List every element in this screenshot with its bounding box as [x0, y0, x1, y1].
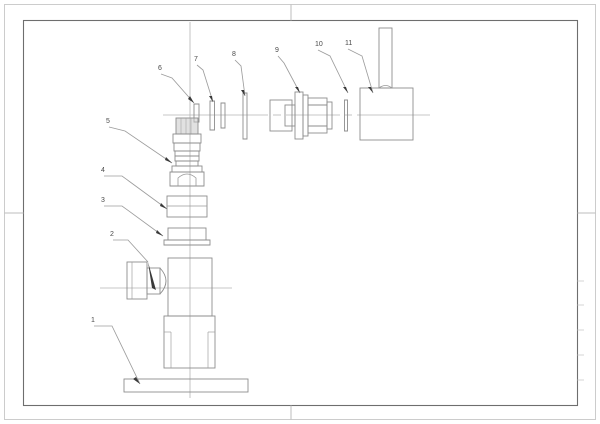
sheet-inner-frame [22, 19, 579, 407]
registration-ticks [4, 4, 596, 420]
balloon-label-6: 6 [158, 65, 162, 72]
leader-line-9 [277, 55, 301, 94]
balloon-label-10: 10 [315, 41, 323, 48]
balloon-label-2: 2 [110, 231, 114, 238]
leader-line-3 [104, 205, 164, 237]
leader-line-4 [104, 175, 168, 210]
leader-line-5 [108, 126, 173, 164]
leader-arrowheads [133, 87, 373, 384]
leader-line-7 [196, 64, 214, 103]
part-10-thin-shim [344, 99, 348, 132]
leader-line-2 [113, 239, 149, 263]
part-6-thin-plate [193, 103, 200, 123]
part-2-elbow-valve-body [126, 257, 216, 369]
part-8-washer [242, 92, 248, 140]
part-1-base-plate [123, 378, 249, 393]
balloon-label-4: 4 [101, 167, 105, 174]
balloon-label-11: 11 [345, 40, 352, 47]
balloon-label-3: 3 [101, 197, 105, 204]
leader-line-1 [94, 325, 141, 385]
leader-line-11 [347, 48, 374, 94]
part-3-flanged-gasket [163, 227, 211, 246]
part-4-spacer-ring [166, 195, 208, 218]
balloon-label-1: 1 [91, 317, 95, 324]
part-9-hex-coupling [269, 91, 333, 140]
part-5-threaded-stem-stack [169, 117, 205, 187]
balloon-label-9: 9 [275, 47, 279, 54]
balloon-leaders [94, 48, 374, 385]
leader-line-10 [317, 49, 349, 94]
centerlines [100, 22, 430, 398]
sheet-outer-border [4, 4, 596, 420]
balloon-number-labels: 1 2 3 4 5 6 7 8 9 10 11 [91, 40, 352, 324]
part-11-actuator-block [359, 27, 414, 141]
leader-line-8 [234, 59, 246, 97]
balloon-label-5: 5 [106, 118, 110, 125]
balloon-label-7: 7 [194, 56, 198, 63]
part-7-washer [209, 100, 226, 131]
balloon-label-8: 8 [232, 51, 236, 58]
leader-line-6 [160, 73, 195, 104]
edge-graduation-ticks [577, 280, 584, 381]
